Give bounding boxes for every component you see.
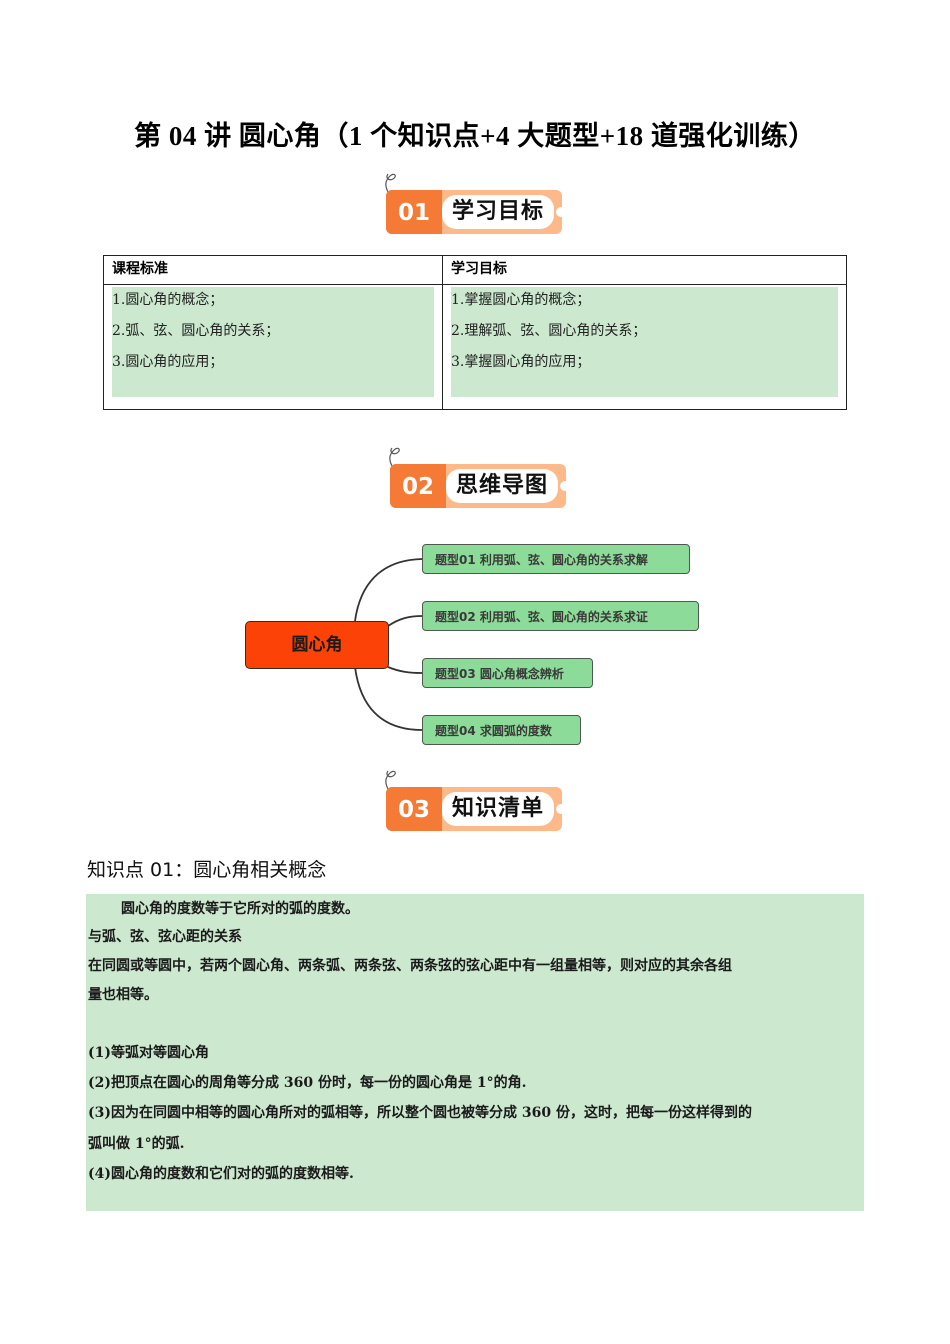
- knowledge-line: (4)圆心角的度数和它们对的弧的度数相等.: [88, 1166, 354, 1182]
- learning-goal-item: 2.理解弧、弦、圆心角的关系；: [451, 323, 647, 339]
- section-number: 03: [386, 787, 442, 831]
- curl-icon: [389, 447, 400, 467]
- learning-goal-item: 1.掌握圆心角的概念；: [451, 292, 591, 308]
- course-standard-item: 2.弧、弦、圆心角的关系；: [112, 323, 280, 339]
- curl-icon: [385, 770, 396, 790]
- section-number: 02: [390, 464, 446, 508]
- section-label: 学习目标: [442, 195, 554, 229]
- mindmap-branch: 题型03 圆心角概念辨析: [422, 658, 593, 688]
- knowledge-line: 在同圆或等圆中，若两个圆心角、两条弧、两条弦、两条弦的弦心距中有一组量相等，则对…: [88, 958, 732, 974]
- knowledge-content-box: 圆心角的度数等于它所对的弧的度数。 与弧、弦、弦心距的关系 在同圆或等圆中，若两…: [86, 894, 864, 1211]
- knowledge-line: 量也相等。: [88, 987, 158, 1003]
- mindmap-branch: 题型04 求圆弧的度数: [422, 715, 581, 745]
- section-badge-objectives: 01 学习目标: [382, 173, 566, 234]
- knowledge-line: (1)等弧对等圆心角: [88, 1045, 209, 1061]
- knowledge-line: (3)因为在同圆中相等的圆心角所对的弧相等，所以整个圆也被等分成 360 份，这…: [88, 1105, 752, 1121]
- curl-icon: [385, 173, 396, 193]
- mindmap-branch: 题型01 利用弧、弦、圆心角的关系求解: [422, 544, 690, 574]
- mindmap-root: 圆心角: [245, 621, 389, 669]
- course-standard-item: 3.圆心角的应用；: [112, 354, 224, 370]
- knowledge-line: 弧叫做 1°的弧.: [88, 1136, 185, 1152]
- section-badge-mindmap: 02 思维导图: [386, 447, 570, 508]
- knowledge-point-heading: 知识点 01：圆心角相关概念: [87, 859, 327, 881]
- section-number: 01: [386, 190, 442, 234]
- mindmap-branch: 题型02 利用弧、弦、圆心角的关系求证: [422, 601, 699, 631]
- course-standards-cell: 1.圆心角的概念； 2.弧、弦、圆心角的关系； 3.圆心角的应用；: [112, 287, 434, 397]
- section-badge-knowledge: 03 知识清单: [382, 770, 566, 831]
- learning-goal-item: 3.掌握圆心角的应用；: [451, 354, 591, 370]
- page-title: 第 04 讲 圆心角（1 个知识点+4 大题型+18 道强化训练）: [134, 121, 816, 151]
- objectives-table: 课程标准 学习目标 1.圆心角的概念； 2.弧、弦、圆心角的关系； 3.圆心角的…: [103, 255, 847, 410]
- knowledge-line: 与弧、弦、弦心距的关系: [88, 929, 242, 945]
- knowledge-line: (2)把顶点在圆心的周角等分成 360 份时，每一份的圆心角是 1°的角.: [88, 1075, 527, 1091]
- section-label: 思维导图: [446, 469, 558, 503]
- section-label: 知识清单: [442, 792, 554, 826]
- course-standard-item: 1.圆心角的概念；: [112, 292, 224, 308]
- learning-goals-cell: 1.掌握圆心角的概念； 2.理解弧、弦、圆心角的关系； 3.掌握圆心角的应用；: [451, 287, 838, 397]
- knowledge-line: 圆心角的度数等于它所对的弧的度数。: [121, 901, 359, 917]
